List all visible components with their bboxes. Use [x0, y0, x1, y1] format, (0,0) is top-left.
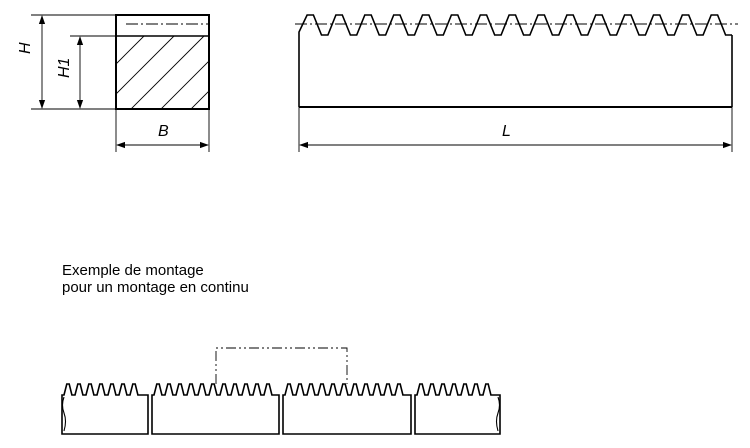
mounting-example — [61, 347, 501, 435]
dimension-label-b: B — [158, 123, 169, 140]
rack-side-view — [295, 14, 738, 108]
mounting-example-caption: Exemple de montage pour un montage en co… — [62, 262, 249, 296]
rack-segment-1 — [61, 383, 149, 435]
rack-segment-4 — [414, 383, 501, 435]
rack-segment-2 — [151, 383, 280, 435]
dimension-h1 — [70, 35, 116, 109]
break-line-4 — [495, 396, 501, 432]
dimension-label-l: L — [502, 123, 511, 140]
break-line-1 — [61, 396, 67, 432]
rack-cross-section — [115, 14, 210, 110]
dimension-b — [115, 109, 210, 152]
dimension-h — [31, 14, 116, 110]
rack-segments — [61, 383, 501, 435]
rack-segment-3 — [282, 383, 412, 435]
caption-line-2: pour un montage en continu — [62, 279, 249, 296]
dimension-l — [298, 107, 733, 152]
section-hatching — [116, 36, 209, 109]
joint-bracket — [215, 347, 348, 384]
caption-line-1: Exemple de montage — [62, 262, 204, 279]
rack-teeth — [298, 14, 732, 36]
section-outline — [115, 14, 210, 110]
dimension-label-h: H — [17, 42, 34, 54]
dimension-label-h1: H1 — [56, 57, 73, 78]
